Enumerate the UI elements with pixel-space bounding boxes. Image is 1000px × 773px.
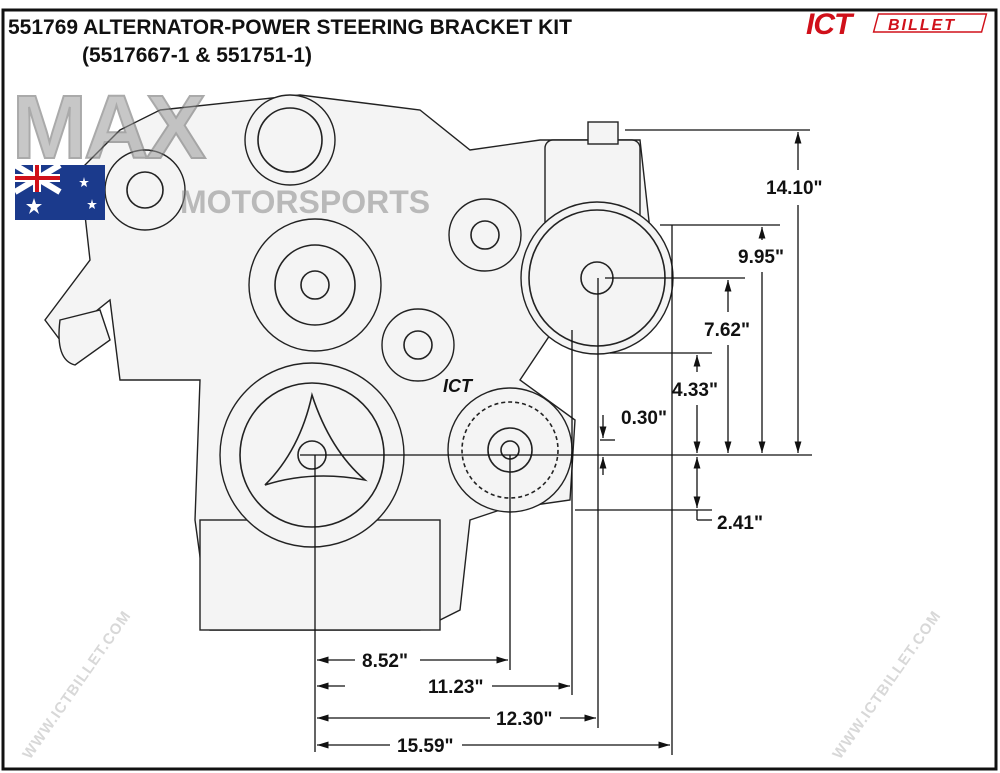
dim-14-10: 14.10" bbox=[766, 178, 823, 199]
logo-motorsports-text: MOTORSPORTS bbox=[180, 184, 430, 220]
logo-billet-text: BILLET bbox=[888, 17, 956, 34]
dim-7-62: 7.62" bbox=[704, 320, 750, 341]
horizontal-dimension-lines bbox=[317, 656, 670, 749]
logo-ict-text: ICT bbox=[806, 8, 855, 41]
idler-pulley-lower bbox=[381, 308, 455, 382]
bracket-ict-mark: ICT bbox=[443, 376, 474, 396]
logo-max-text: MAX bbox=[12, 78, 206, 178]
dim-0-30: 0.30" bbox=[621, 408, 667, 429]
vertical-dimension-lines bbox=[599, 132, 802, 521]
dim-4-33: 4.33" bbox=[672, 380, 718, 401]
ict-billet-logo: ICT BILLET bbox=[806, 8, 988, 41]
extension-lines bbox=[300, 129, 812, 755]
dim-12-30: 12.30" bbox=[496, 709, 553, 730]
max-motorsports-logo: MAX MOTORSPORTS bbox=[11, 77, 430, 220]
water-pump-pulley bbox=[248, 218, 382, 352]
dim-2-41: 2.41" bbox=[717, 513, 763, 534]
dim-8-52: 8.52" bbox=[362, 651, 408, 672]
watermark-text: WWW.ICTBILLET.COM bbox=[19, 608, 134, 763]
idler-pulley-top bbox=[448, 198, 522, 272]
engine-drawing: ICT bbox=[44, 94, 674, 631]
dim-9-95: 9.95" bbox=[738, 247, 784, 268]
drawing-border bbox=[1, 8, 998, 771]
australian-flag-icon bbox=[13, 162, 105, 220]
dim-11-23: 11.23" bbox=[428, 677, 484, 698]
dim-15-59: 15.59" bbox=[397, 736, 454, 757]
title-line-2: (5517667-1 & 551751-1) bbox=[82, 44, 312, 67]
title-line-1: 551769 ALTERNATOR-POWER STEERING BRACKET… bbox=[8, 16, 572, 39]
watermark-text: WWW.ICTBILLET.COM bbox=[829, 608, 944, 763]
